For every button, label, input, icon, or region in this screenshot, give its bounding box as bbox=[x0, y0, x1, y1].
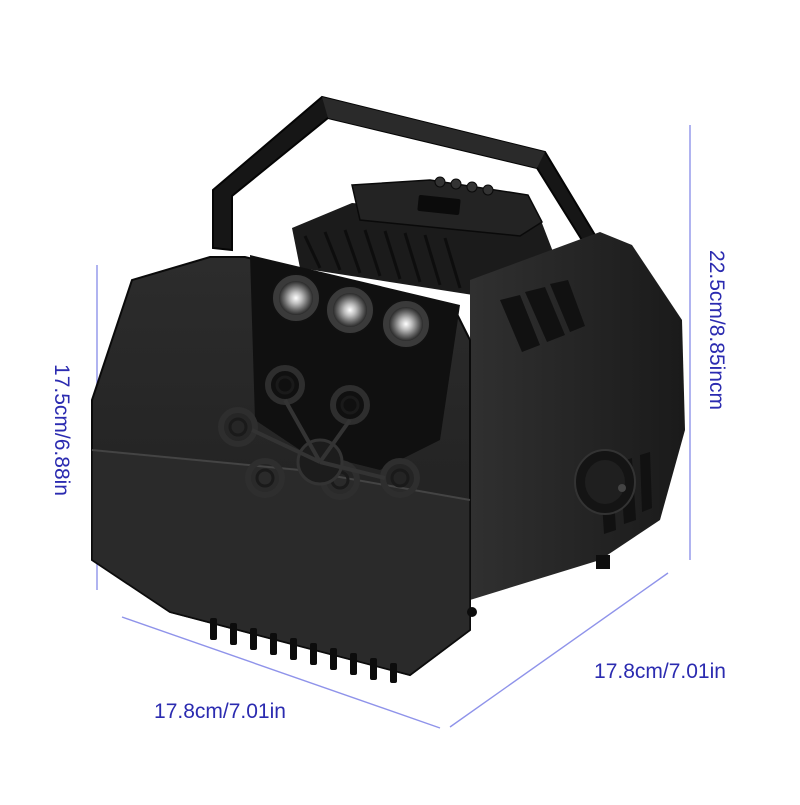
bubble-wand bbox=[245, 458, 285, 498]
height-left-label: 17.5cm/6.88in bbox=[50, 364, 73, 496]
bubble-wand bbox=[218, 407, 258, 447]
led-lights bbox=[271, 273, 431, 349]
screw-hole bbox=[467, 607, 477, 617]
led-light bbox=[381, 299, 431, 349]
led-light bbox=[271, 273, 321, 323]
dimension-labels: 17.5cm/6.88in 22.5cm/8.85incm 17.8cm/7.0… bbox=[50, 250, 728, 723]
top-control-housing bbox=[292, 176, 560, 300]
control-buttons bbox=[434, 176, 494, 196]
height-right-label: 22.5cm/8.85incm bbox=[705, 250, 728, 410]
bottom-vents bbox=[210, 618, 397, 683]
width-front-line bbox=[121, 616, 441, 729]
side-body bbox=[470, 232, 685, 600]
led-light bbox=[325, 285, 375, 335]
width-front-label: 17.8cm/7.01in bbox=[154, 700, 286, 723]
adjust-knob bbox=[574, 449, 636, 515]
display-screen bbox=[417, 195, 461, 215]
depth-side-line bbox=[449, 572, 669, 728]
depth-side-label: 17.8cm/7.01in bbox=[594, 660, 726, 683]
wand-hub bbox=[251, 399, 386, 486]
